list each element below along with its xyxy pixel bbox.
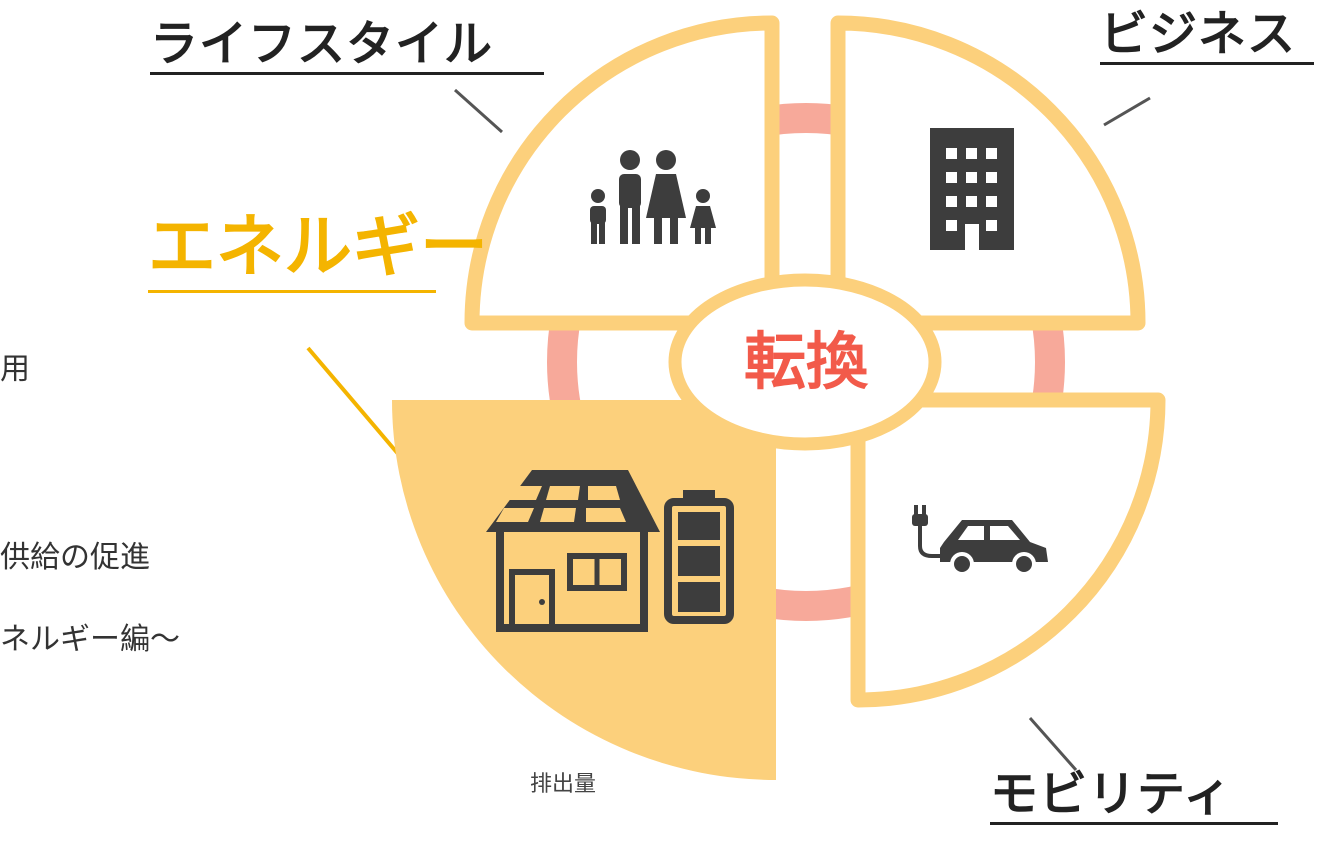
family-icon bbox=[590, 150, 716, 244]
mobility-leader-line bbox=[1028, 717, 1078, 771]
business-heading-underline bbox=[1100, 62, 1314, 65]
lifestyle-heading: ライフスタイル bbox=[150, 16, 494, 72]
business-leader-line bbox=[1103, 96, 1151, 127]
office-building-icon bbox=[930, 128, 1014, 250]
lifestyle-leader-line bbox=[454, 88, 503, 134]
emissions-caption: 排出量 bbox=[530, 772, 597, 797]
electric-car-icon bbox=[912, 505, 1048, 576]
business-heading: ビジネス bbox=[1100, 6, 1297, 62]
energy-heading: エネルギー bbox=[148, 208, 489, 287]
lifestyle-quadrant bbox=[464, 15, 780, 331]
transition-label: 転換 bbox=[743, 325, 868, 398]
mobility-heading-underline bbox=[990, 822, 1278, 825]
lifestyle-heading-underline bbox=[150, 72, 544, 75]
energy-heading-underline bbox=[148, 290, 436, 293]
left-text-line-3: ネルギー編～ bbox=[0, 622, 180, 657]
connecting-ring bbox=[547, 103, 1065, 621]
left-text-line-1: 用 bbox=[0, 352, 30, 387]
house-solar-battery-icon bbox=[486, 470, 734, 632]
energy-leader-line bbox=[306, 346, 407, 464]
center-ellipse bbox=[668, 273, 942, 451]
mobility-heading: モビリティ bbox=[990, 766, 1233, 822]
left-text-line-2: 供給の促進 bbox=[0, 540, 150, 575]
